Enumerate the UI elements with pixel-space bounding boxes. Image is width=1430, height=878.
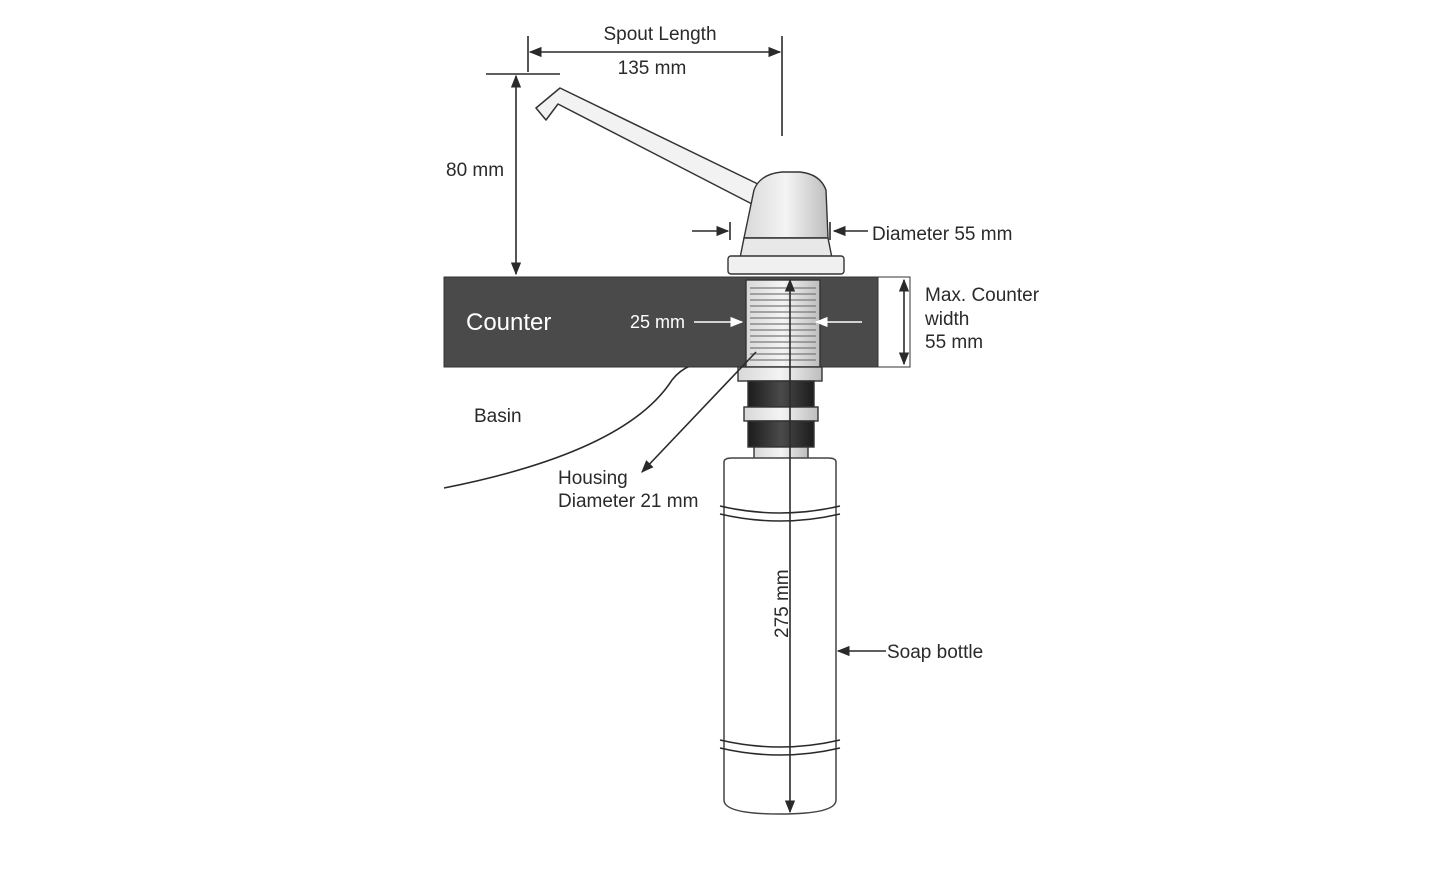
bottle-length-label: 275 mm — [772, 569, 793, 638]
spout-length-label: Spout Length — [603, 24, 716, 45]
soap-bottle-label: Soap bottle — [887, 642, 983, 663]
counter-edge — [877, 276, 911, 368]
pump-head — [727, 171, 845, 275]
height-label: 80 mm — [446, 160, 504, 181]
counter-label: Counter — [466, 309, 551, 336]
max-counter-label-line1: Max. Counter — [925, 285, 1040, 306]
spout-length-value: 135 mm — [618, 58, 687, 79]
housing-diameter-leader — [641, 351, 757, 473]
housing-label-line2: Diameter 21 mm — [558, 491, 698, 512]
housing — [737, 366, 823, 460]
head-diameter-label: Diameter 55 mm — [872, 224, 1012, 245]
spout-tube — [535, 87, 763, 205]
thread-diameter-label: 25 mm — [630, 312, 685, 332]
housing-label-line1: Housing — [558, 468, 628, 489]
threaded-shank — [745, 279, 821, 368]
max-counter-label-line2: width — [924, 309, 969, 330]
basin-label: Basin — [474, 406, 522, 427]
soap-bottle — [719, 457, 841, 815]
basin-outline — [443, 365, 691, 489]
max-counter-label-line3: 55 mm — [925, 332, 983, 353]
